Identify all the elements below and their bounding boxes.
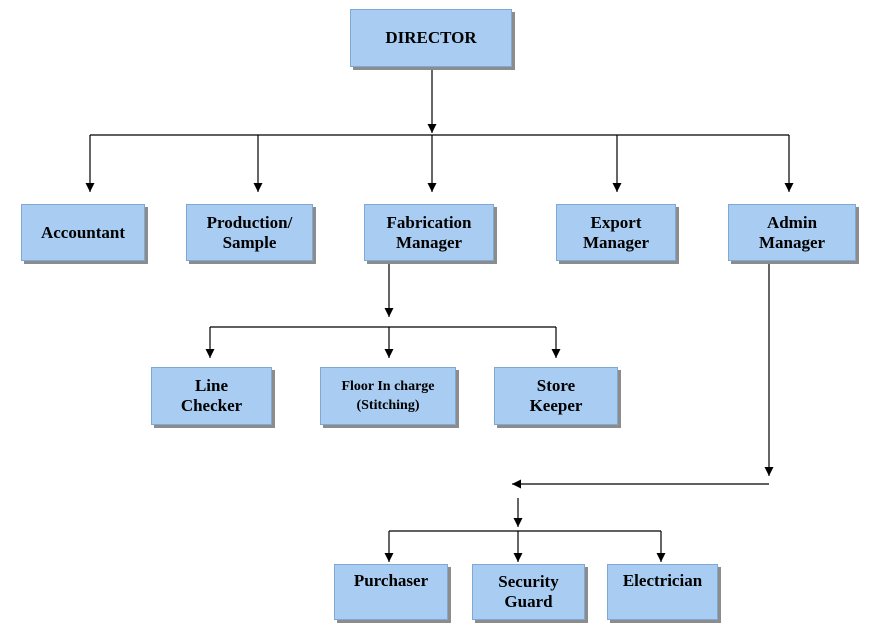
node-export-manager-label: Export Manager [582,212,650,252]
node-export-manager: Export Manager [556,204,676,261]
node-floor-incharge-label: Floor In charge (Stitching) [341,379,435,413]
node-line-checker: Line Checker [151,367,272,425]
node-accountant: Accountant [21,204,145,261]
node-line-checker-label: Line Checker [180,376,243,415]
node-store-keeper-label: Store Keeper [529,376,583,415]
node-director: DIRECTOR [350,9,512,67]
node-fabrication-manager: Fabrication Manager [364,204,494,261]
node-electrician: Electrician [607,564,718,620]
node-production-sample: Production/ Sample [186,204,313,261]
node-fabrication-manager-label: Fabrication Manager [386,212,472,252]
node-security-guard-label: Security Guard [498,572,559,611]
node-admin-manager-label: Admin Manager [758,212,826,252]
node-store-keeper: Store Keeper [494,367,618,425]
node-admin-manager: Admin Manager [728,204,856,261]
node-accountant-label: Accountant [40,222,126,242]
node-security-guard: Security Guard [472,564,585,620]
node-production-sample-label: Production/ Sample [206,212,293,252]
node-purchaser: Purchaser [334,564,448,620]
node-electrician-label: Electrician [622,571,703,590]
node-floor-incharge: Floor In charge (Stitching) [320,367,456,425]
node-director-label: DIRECTOR [385,28,477,47]
node-purchaser-label: Purchaser [353,571,429,590]
